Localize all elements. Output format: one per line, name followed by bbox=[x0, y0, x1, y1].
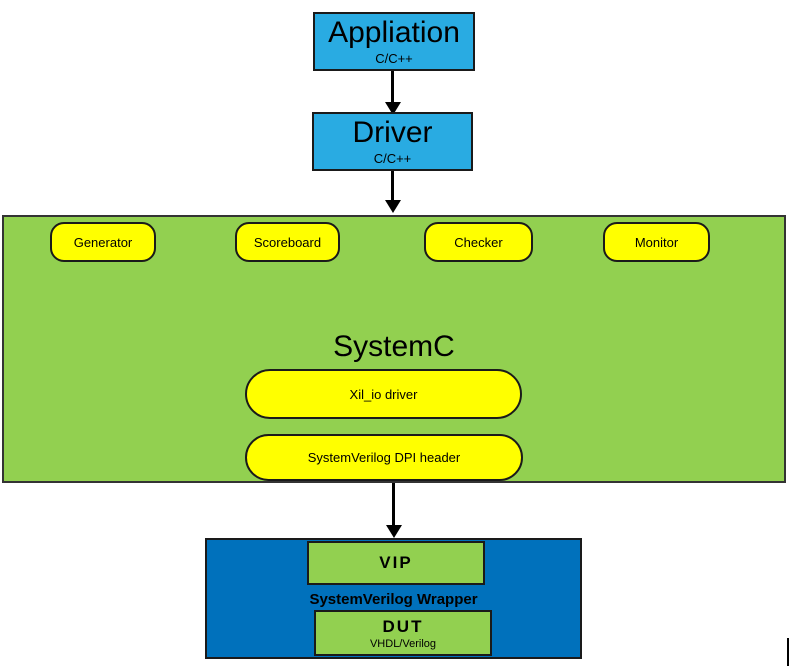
arrow-application-to-driver-head bbox=[385, 102, 401, 115]
scoreboard-pill: Scoreboard bbox=[235, 222, 340, 262]
dut-subtitle: VHDL/Verilog bbox=[369, 637, 437, 650]
systemc-box: Generator Scoreboard Checker Monitor Sys… bbox=[2, 215, 786, 483]
application-box: Appliation C/C++ bbox=[313, 12, 475, 71]
vip-title: VIP bbox=[379, 553, 413, 572]
systemc-title: SystemC bbox=[333, 330, 455, 363]
application-title: Appliation bbox=[328, 16, 460, 50]
systemverilog-wrapper-label: SystemVerilog Wrapper bbox=[309, 591, 478, 608]
arrow-application-to-driver bbox=[391, 71, 394, 102]
driver-subtitle: C/C++ bbox=[373, 150, 412, 166]
dut-title: DUT bbox=[382, 616, 424, 636]
stray-vertical-line bbox=[787, 638, 789, 666]
checker-pill: Checker bbox=[424, 222, 533, 262]
xil-io-driver-pill: Xil_io driver bbox=[245, 369, 522, 419]
arrow-driver-to-systemc bbox=[391, 171, 394, 200]
systemverilog-wrapper-box: VIP SystemVerilog Wrapper DUT VHDL/Veril… bbox=[205, 538, 582, 659]
dut-box: DUT VHDL/Verilog bbox=[314, 610, 492, 656]
driver-title: Driver bbox=[352, 116, 433, 150]
monitor-pill: Monitor bbox=[603, 222, 710, 262]
arrow-systemc-to-wrapper-head bbox=[386, 525, 402, 538]
driver-box: Driver C/C++ bbox=[312, 112, 473, 171]
arrow-systemc-to-wrapper bbox=[392, 483, 395, 525]
vip-box: VIP bbox=[307, 541, 485, 585]
generator-pill: Generator bbox=[50, 222, 156, 262]
application-subtitle: C/C++ bbox=[375, 50, 413, 66]
arrow-driver-to-systemc-head bbox=[385, 200, 401, 213]
systemverilog-dpi-header-pill: SystemVerilog DPI header bbox=[245, 434, 523, 481]
